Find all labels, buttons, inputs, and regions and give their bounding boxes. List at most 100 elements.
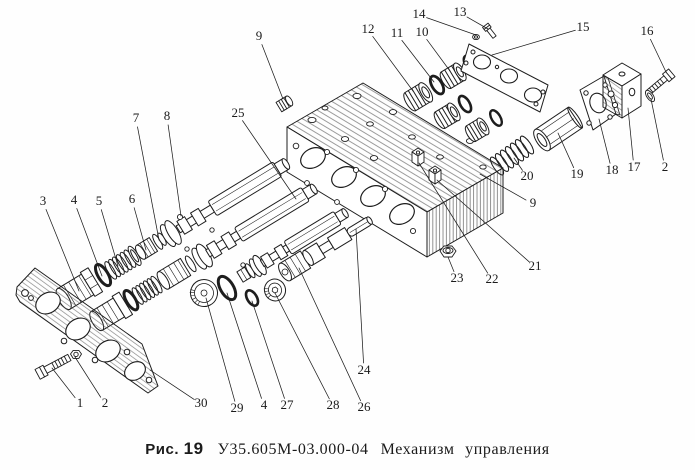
fitting-28 xyxy=(263,278,287,302)
leader-line-23 xyxy=(447,256,455,272)
gland-bushing xyxy=(433,102,461,130)
washer-2-left xyxy=(70,349,82,359)
part-callout-24: 24 xyxy=(358,362,372,377)
top-face-fitting-22 xyxy=(411,147,425,167)
leader-line-9 xyxy=(261,44,284,100)
caption-figure-label: Рис. 19 xyxy=(145,439,204,458)
body-spool-bores xyxy=(300,147,415,225)
part-callout-7: 7 xyxy=(133,110,140,125)
leader-line-7 xyxy=(137,126,160,241)
part-callout-13: 13 xyxy=(454,4,467,19)
washer-2-right xyxy=(644,89,656,103)
part-callout-17: 17 xyxy=(628,159,642,174)
leader-line-12 xyxy=(372,36,414,92)
bolt-1 xyxy=(34,353,72,380)
part-callout-14: 14 xyxy=(413,6,427,21)
part-callout-18: 18 xyxy=(606,162,619,177)
end-block-17 xyxy=(602,62,642,119)
main-valve-body xyxy=(286,82,504,258)
cap-29 xyxy=(189,279,218,307)
mounting-plate-30 xyxy=(15,267,159,394)
leader-line-14 xyxy=(426,17,477,36)
gland-bushing xyxy=(403,82,434,112)
part-callout-11: 11 xyxy=(391,25,404,40)
part-callout-30: 30 xyxy=(195,395,208,410)
part-callout-23: 23 xyxy=(451,270,464,285)
leader-line-28 xyxy=(274,292,330,400)
part-callout-16: 16 xyxy=(641,23,655,38)
leader-line-22 xyxy=(418,162,489,274)
leader-line-3 xyxy=(45,209,80,292)
leader-line-24 xyxy=(355,228,364,364)
part-callout-15: 15 xyxy=(577,19,590,34)
o-ring xyxy=(488,109,504,127)
part-callout-22: 22 xyxy=(486,271,499,286)
part-callout-5: 5 xyxy=(96,193,103,208)
part-callout-4: 4 xyxy=(261,397,268,412)
leader-line-1 xyxy=(51,367,76,399)
leader-line-5 xyxy=(100,209,119,267)
leader-line-21 xyxy=(436,179,530,263)
leader-line-2 xyxy=(650,98,664,161)
leader-line-4 xyxy=(226,292,262,399)
part-callout-19: 19 xyxy=(571,166,584,181)
part-callout-4: 4 xyxy=(71,192,78,207)
nut-23 xyxy=(439,245,457,258)
part-callout-10: 10 xyxy=(416,24,429,39)
o-ring xyxy=(428,74,446,96)
part-callout-29: 29 xyxy=(231,400,244,415)
leader-line-18 xyxy=(598,118,611,164)
gland-bushing xyxy=(439,62,467,90)
o-ring xyxy=(457,94,473,114)
o-ring-4 xyxy=(216,274,238,302)
leader-line-30 xyxy=(149,369,195,400)
leader-line-20 xyxy=(513,157,523,171)
spring-20 xyxy=(489,135,535,176)
part-callout-9: 9 xyxy=(256,28,263,43)
body-front-holes xyxy=(292,142,417,235)
part-callout-26: 26 xyxy=(358,399,372,414)
body-right-face xyxy=(426,167,504,258)
top-face-fitting-21 xyxy=(428,165,442,185)
leader-line-9 xyxy=(479,173,527,201)
caption-title: Механизм управления xyxy=(380,441,550,458)
part-callout-20: 20 xyxy=(521,168,534,183)
leader-line-25 xyxy=(242,120,297,200)
part-callout-25: 25 xyxy=(232,105,245,120)
detent-balls xyxy=(176,213,246,268)
part-callout-2: 2 xyxy=(662,159,669,174)
part-callout-27: 27 xyxy=(281,397,295,412)
leader-line-26 xyxy=(298,267,362,402)
leader-line-16 xyxy=(650,38,667,73)
screw-13 xyxy=(482,22,497,39)
part-callout-21: 21 xyxy=(529,258,542,273)
part-callout-6: 6 xyxy=(129,191,136,206)
washer-14 xyxy=(472,33,480,41)
leader-line-27 xyxy=(251,300,285,399)
part-callout-8: 8 xyxy=(164,108,171,123)
leader-line-6 xyxy=(133,207,147,251)
leader-line-8 xyxy=(167,124,182,217)
leader-line-15 xyxy=(491,29,576,56)
part-callout-1: 1 xyxy=(77,395,84,410)
part-callout-9: 9 xyxy=(530,195,537,210)
spool-assembly-1 xyxy=(55,158,291,311)
caption-part-code: У35.605М-03.000-04 xyxy=(217,441,369,458)
part-callout-12: 12 xyxy=(362,21,375,36)
o-ring-27 xyxy=(244,289,260,307)
plug-9 xyxy=(275,95,294,113)
leader-line-11 xyxy=(401,39,435,83)
gland-bushing xyxy=(464,117,490,143)
body-top-holes xyxy=(307,92,487,170)
leader-line-13 xyxy=(466,16,489,30)
leader-line-17 xyxy=(627,107,634,161)
leader-line-4 xyxy=(76,208,103,277)
leader-line-29 xyxy=(205,297,236,402)
plunger-assembly-4 xyxy=(278,216,373,282)
leader-line-2 xyxy=(74,356,102,398)
sleeve-19 xyxy=(533,106,584,152)
part-callout-28: 28 xyxy=(327,397,340,412)
